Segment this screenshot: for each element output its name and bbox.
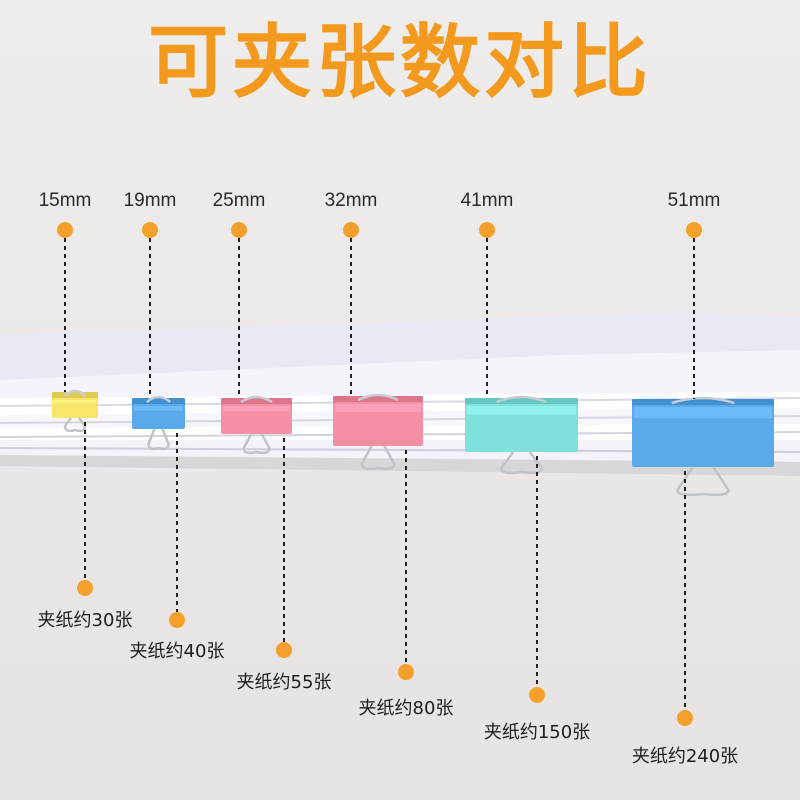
page-title: 可夹张数对比: [148, 16, 652, 109]
clip-highlight: [223, 406, 290, 412]
capacity-marker-dot: [677, 710, 693, 726]
clip-wire-loop: [499, 451, 544, 475]
clip-body: [632, 405, 774, 467]
clip-wire-loop: [147, 428, 170, 451]
clip-wire-handle: [146, 395, 171, 403]
capacity-marker-dot: [77, 580, 93, 596]
binder-clip: [132, 395, 185, 451]
callout-markers: [57, 222, 702, 726]
paper-shadow: [0, 455, 800, 476]
clip-capacity-label: 夹纸约80张: [358, 698, 454, 719]
clip-wire-handle: [496, 395, 547, 404]
size-marker-dot: [343, 222, 359, 238]
clip-body: [465, 404, 578, 452]
clip-capacity-label: 夹纸约55张: [236, 672, 332, 693]
clip-body: [333, 402, 423, 446]
capacity-marker-dot: [276, 642, 292, 658]
size-marker-dot: [142, 222, 158, 238]
clip-wire-handle: [64, 389, 86, 397]
clip-wire-loop: [676, 466, 730, 497]
clip-capacity-label: 夹纸约40张: [129, 641, 225, 662]
binder-clip: [465, 395, 578, 475]
clip-wire-handle: [240, 395, 273, 404]
clip-size-label: 32mm: [324, 190, 378, 211]
binder-clip: [52, 389, 98, 433]
clip-wire-handle: [671, 396, 735, 405]
clip-highlight: [467, 406, 576, 415]
binder-clips: [52, 389, 774, 497]
clip-wire-loop: [242, 433, 271, 455]
clip-size-label: 25mm: [212, 190, 266, 211]
capacity-marker-dot: [398, 664, 414, 680]
size-marker-dot: [686, 222, 702, 238]
clip-wire-loop: [360, 445, 396, 471]
clip-body: [221, 404, 292, 434]
clip-highlight: [634, 407, 772, 419]
clip-capacity-label: 夹纸约30张: [37, 610, 133, 631]
size-marker-dot: [231, 222, 247, 238]
clip-size-label: 19mm: [123, 190, 177, 211]
clip-size-label: 51mm: [667, 190, 721, 211]
size-marker-dot: [479, 222, 495, 238]
clip-size-label: 15mm: [38, 190, 92, 211]
size-marker-dot: [57, 222, 73, 238]
clip-highlight: [335, 404, 421, 412]
binder-clip: [333, 393, 423, 471]
capacity-marker-dot: [529, 687, 545, 703]
clip-highlight: [134, 406, 183, 411]
capacity-marker-dot: [169, 612, 185, 628]
clip-wire-handle: [357, 393, 399, 402]
clip-highlight: [54, 400, 96, 404]
clip-wire-loop: [63, 417, 87, 433]
clip-capacity-label: 夹纸约240张: [631, 746, 739, 767]
binder-clip: [632, 396, 774, 497]
paper-sheet: [0, 350, 800, 405]
binder-clip: [221, 395, 292, 455]
clip-capacity-label: 夹纸约150张: [483, 722, 591, 743]
clip-size-label: 41mm: [460, 190, 514, 211]
